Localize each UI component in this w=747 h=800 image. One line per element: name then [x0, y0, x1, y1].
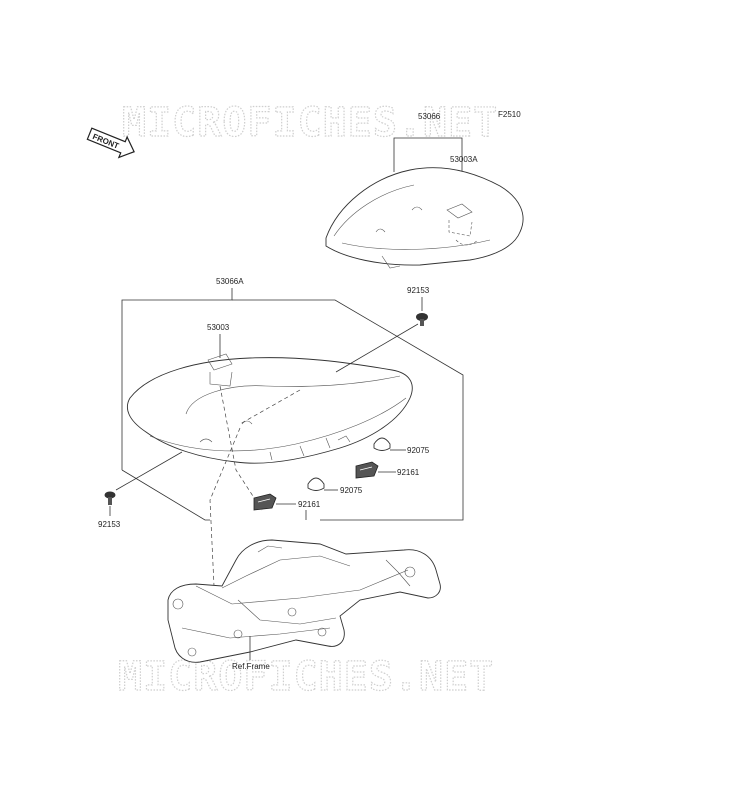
leader-53066A-right	[232, 299, 464, 521]
front-seat	[126, 353, 413, 587]
subframe	[167, 539, 441, 663]
callout-53003A: 53003A	[450, 155, 478, 164]
diagram-code: F2510	[498, 110, 521, 119]
damper-icon-center	[307, 477, 325, 491]
callout-53066: 53066	[418, 112, 441, 121]
callout-92153-left: 92153	[98, 520, 121, 529]
callout-53003: 53003	[207, 323, 230, 332]
callout-92161-right: 92161	[397, 468, 420, 477]
watermark-bottom: MICROFICHES.NET	[118, 654, 494, 700]
bolt-icon-right	[416, 313, 428, 326]
callout-92153-right: 92153	[407, 286, 430, 295]
callout-ref-frame: Ref.Frame	[232, 662, 270, 671]
callout-92075-center: 92075	[340, 486, 363, 495]
damper-icon-right	[373, 437, 391, 451]
bolt-icon-left	[104, 491, 116, 505]
clip-icon-center	[253, 493, 277, 511]
callout-92075-right: 92075	[407, 446, 430, 455]
callout-53066A: 53066A	[216, 277, 244, 286]
callout-92161-center: 92161	[298, 500, 321, 509]
leader-92153-left-to-seat	[115, 451, 183, 491]
leader-53066A-left	[121, 288, 233, 470]
leader-53066	[393, 137, 463, 198]
rear-seat	[325, 167, 524, 269]
watermark-top: MICROFICHES.NET	[122, 100, 498, 146]
leader-53066A-bottom	[121, 469, 210, 521]
clip-icon-right	[355, 461, 379, 479]
leader-92153-right-to-seat	[335, 323, 419, 373]
